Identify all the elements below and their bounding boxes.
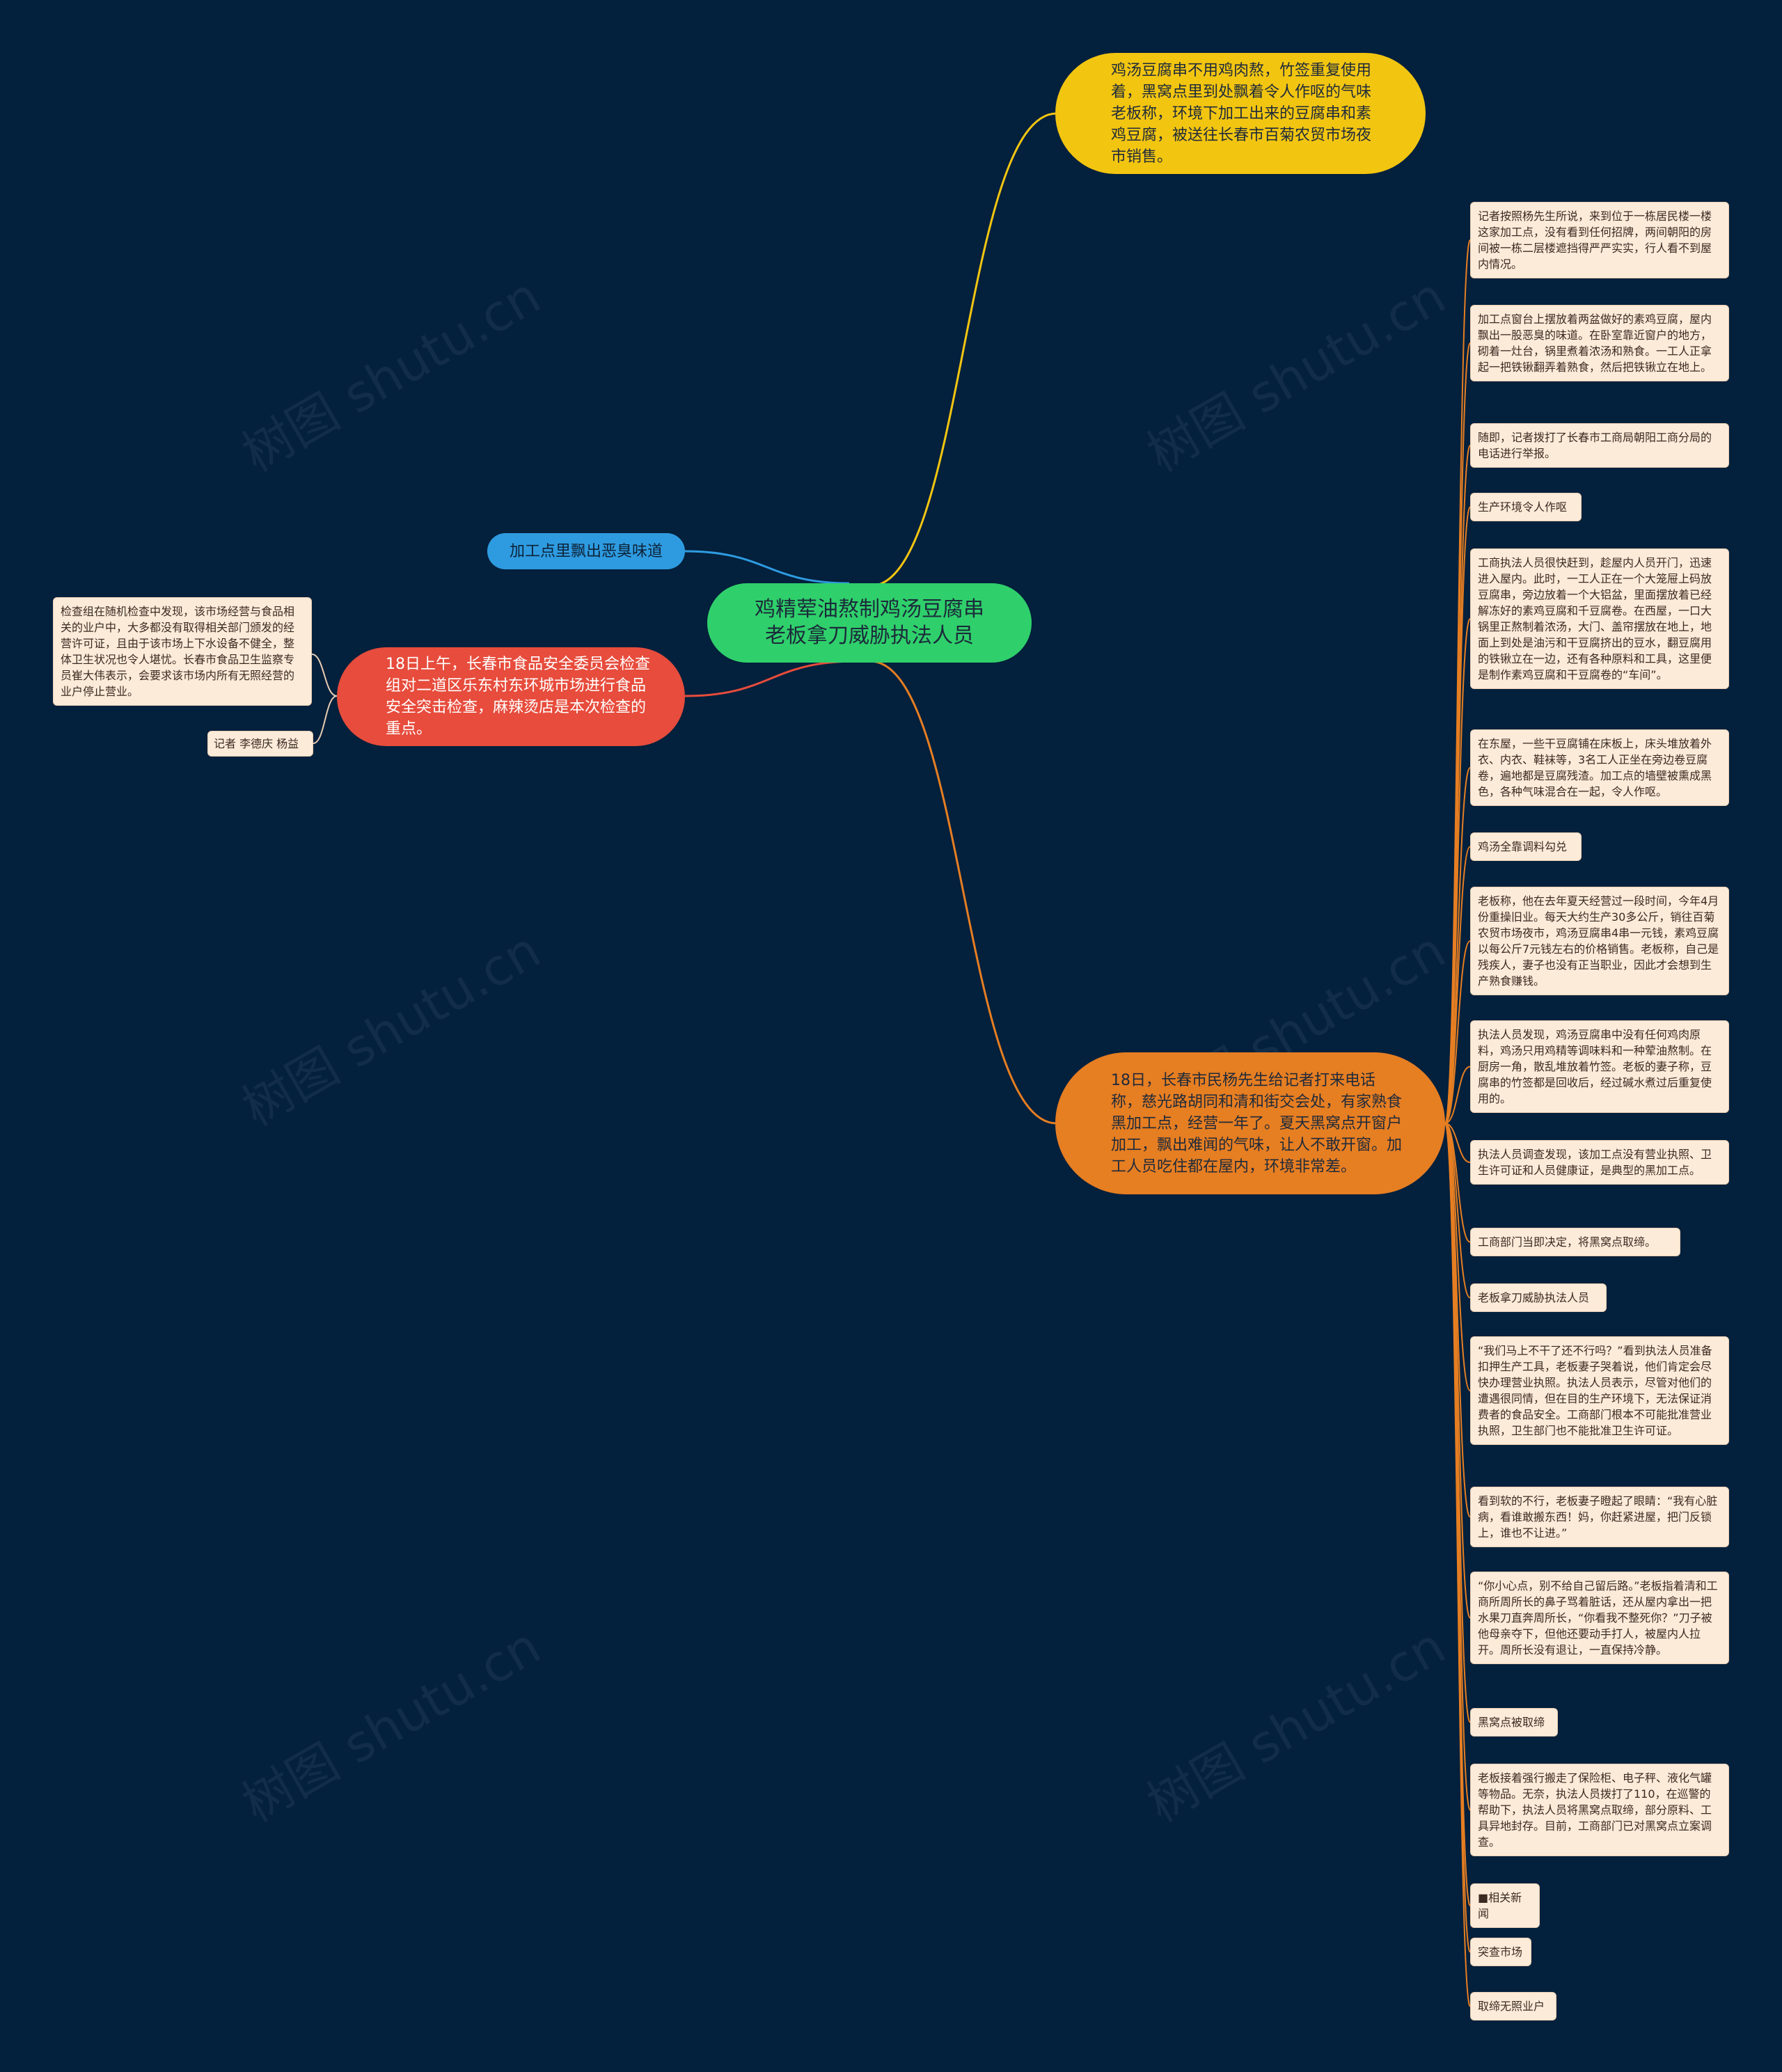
edge-orange-leaf-11 — [1444, 1123, 1471, 1299]
leaf-item-12[interactable]: “我们马上不干了还不行吗？”看到执法人员准备扣押生产工具，老板妻子哭着说，他们肯… — [1470, 1336, 1729, 1445]
leaf-text: 随即，记者拨打了长春市工商局朝阳工商分局的电话进行举报。 — [1478, 431, 1712, 460]
edge-orange-leaf-12 — [1444, 1123, 1471, 1391]
edge-red-reporter — [313, 695, 338, 744]
leaf-item-7[interactable]: 老板称，他在去年夏天经营过一段时间，今年4月份重操旧业。每天大约生产30多公斤，… — [1470, 887, 1729, 995]
leaf-check-result[interactable]: 检查组在随机检查中发现，该市场经营与食品相关的业户中，大多都没有取得相关部门颁发… — [53, 597, 312, 706]
leaf-text: 工商部门当即决定，将黑窝点取缔。 — [1478, 1235, 1657, 1249]
leaf-item-11[interactable]: 老板拿刀威胁执法人员 — [1470, 1283, 1607, 1312]
leaf-text: 老板接着强行搬走了保险柜、电子秤、液化气罐等物品。无奈，执法人员拨打了110，在… — [1478, 1771, 1712, 1849]
branch-red[interactable]: 18日上午，长春市食品安全委员会检查组对二道区乐东村东环城市场进行食品安全突击检… — [337, 647, 685, 746]
edge-orange-leaf-9 — [1444, 1123, 1471, 1163]
leaf-text: 工商执法人员很快赶到，趁屋内人员开门，迅速进入屋内。此时，一工人正在一个大笼屉上… — [1478, 556, 1712, 681]
leaf-item-17[interactable]: ■相关新闻 — [1470, 1883, 1540, 1928]
edge-orange-leaf-6 — [1444, 846, 1471, 1124]
leaf-text: 执法人员发现，鸡汤豆腐串中没有任何鸡肉原料，鸡汤只用鸡精等调味料和一种荤油熬制。… — [1478, 1028, 1712, 1105]
leaf-text: ■相关新闻 — [1478, 1891, 1522, 1920]
edge-orange-leaf-16 — [1444, 1123, 1471, 1811]
edge-orange-leaf-1 — [1444, 342, 1471, 1124]
leaf-text: “我们马上不干了还不行吗？”看到执法人员准备扣押生产工具，老板妻子哭着说，他们肯… — [1478, 1344, 1712, 1437]
leaf-check-result-text: 检查组在随机检查中发现，该市场经营与食品相关的业户中，大多都没有取得相关部门颁发… — [61, 605, 295, 698]
branch-orange[interactable]: 18日，长春市民杨先生给记者打来电话称，慈光路胡同和清和街交会处，有家熟食黑加工… — [1055, 1052, 1445, 1194]
branch-red-text: 18日上午，长春市食品安全委员会检查组对二道区乐东村东环城市场进行食品安全突击检… — [386, 656, 650, 738]
leaf-item-16[interactable]: 老板接着强行搬走了保险柜、电子秤、液化气罐等物品。无奈，执法人员拨打了110，在… — [1470, 1764, 1729, 1856]
branch-orange-text: 18日，长春市民杨先生给记者打来电话称，慈光路胡同和清和街交会处，有家熟食黑加工… — [1111, 1071, 1403, 1176]
leaf-text: “你小心点，别不给自己留后路。”老板指着清和工商所周所长的鼻子骂着脏话，还从屋内… — [1478, 1579, 1718, 1656]
leaf-text: 老板称，他在去年夏天经营过一段时间，今年4月份重操旧业。每天大约生产30多公斤，… — [1478, 894, 1719, 988]
leaf-item-18[interactable]: 突查市场 — [1470, 1938, 1531, 1966]
leaf-text: 老板拿刀威胁执法人员 — [1478, 1291, 1590, 1304]
edge-orange-leaf-4 — [1444, 618, 1471, 1124]
edge-root-red — [684, 660, 857, 697]
leaf-item-5[interactable]: 在东屋，一些干豆腐铺在床板上，床头堆放着外衣、内衣、鞋袜等，3名工人正坐在旁边卷… — [1470, 729, 1729, 806]
leaf-item-4[interactable]: 工商执法人员很快赶到，趁屋内人员开门，迅速进入屋内。此时，一工人正在一个大笼屉上… — [1470, 548, 1729, 689]
leaf-item-9[interactable]: 执法人员调查发现，该加工点没有营业执照、卫生许可证和人员健康证，是典型的黑加工点… — [1470, 1140, 1729, 1185]
leaf-text: 生产环境令人作呕 — [1478, 500, 1568, 514]
leaf-item-10[interactable]: 工商部门当即决定，将黑窝点取缔。 — [1470, 1228, 1680, 1256]
edge-orange-leaf-10 — [1444, 1123, 1471, 1243]
leaf-text: 黑窝点被取缔 — [1478, 1716, 1545, 1729]
root-topic-text: 鸡精荤油熬制鸡汤豆腐串 老板拿刀威胁执法人员 — [755, 597, 984, 648]
leaf-reporter-text: 记者 李德庆 杨益 — [214, 737, 299, 750]
edge-root-blue — [684, 550, 850, 585]
leaf-text: 记者按照杨先生所说，来到位于一栋居民楼一楼这家加工点，没有看到任何招牌，两间朝阳… — [1478, 209, 1712, 271]
leaf-text: 在东屋，一些干豆腐铺在床板上，床头堆放着外衣、内衣、鞋袜等，3名工人正坐在旁边卷… — [1478, 737, 1712, 798]
leaf-item-1[interactable]: 加工点窗台上摆放着两盆做好的素鸡豆腐，屋内飘出一股恶臭的味道。在卧室靠近窗户的地… — [1470, 305, 1729, 381]
leaf-item-0[interactable]: 记者按照杨先生所说，来到位于一栋居民楼一楼这家加工点，没有看到任何招牌，两间朝阳… — [1470, 202, 1729, 278]
leaf-text: 加工点窗台上摆放着两盆做好的素鸡豆腐，屋内飘出一股恶臭的味道。在卧室靠近窗户的地… — [1478, 313, 1712, 374]
edge-orange-leaf-8 — [1444, 1066, 1471, 1124]
edge-orange-leaf-7 — [1444, 940, 1471, 1124]
leaf-item-2[interactable]: 随即，记者拨打了长春市工商局朝阳工商分局的电话进行举报。 — [1470, 423, 1729, 468]
root-topic[interactable]: 鸡精荤油熬制鸡汤豆腐串 老板拿刀威胁执法人员 — [707, 583, 1032, 663]
leaf-item-3[interactable]: 生产环境令人作呕 — [1470, 493, 1582, 521]
leaf-reporter[interactable]: 记者 李德庆 杨益 — [207, 731, 313, 757]
edge-root-orange — [869, 660, 1057, 1125]
leaf-text: 执法人员调查发现，该加工点没有营业执照、卫生许可证和人员健康证，是典型的黑加工点… — [1478, 1148, 1712, 1177]
branch-yellow-text: 鸡汤豆腐串不用鸡肉熬，竹签重复使用着，黑窝点里到处飘着令人作呕的气味老板称，环境… — [1111, 61, 1372, 166]
branch-yellow[interactable]: 鸡汤豆腐串不用鸡肉熬，竹签重复使用着，黑窝点里到处飘着令人作呕的气味老板称，环境… — [1055, 53, 1426, 174]
leaf-item-14[interactable]: “你小心点，别不给自己留后路。”老板指着清和工商所周所长的鼻子骂着脏话，还从屋内… — [1470, 1572, 1729, 1664]
leaf-item-15[interactable]: 黑窝点被取缔 — [1470, 1708, 1558, 1737]
leaf-text: 取缔无照业户 — [1478, 2000, 1545, 2013]
leaf-text: 鸡汤全靠调料勾兑 — [1478, 840, 1568, 853]
edge-red-check — [311, 654, 338, 697]
leaf-text: 突查市场 — [1478, 1945, 1523, 1959]
branch-blue[interactable]: 加工点里飘出恶臭味道 — [487, 533, 685, 569]
leaf-item-8[interactable]: 执法人员发现，鸡汤豆腐串中没有任何鸡肉原料，鸡汤只用鸡精等调味料和一种荤油熬制。… — [1470, 1020, 1729, 1113]
leaf-item-13[interactable]: 看到软的不行，老板妻子瞪起了眼睛：“我有心脏病，看谁敢搬东西！妈，你赶紧进屋，把… — [1470, 1487, 1729, 1547]
leaf-item-19[interactable]: 取缔无照业户 — [1470, 1992, 1556, 2020]
leaf-text: 看到软的不行，老板妻子瞪起了眼睛：“我有心脏病，看谁敢搬东西！妈，你赶紧进屋，把… — [1478, 1494, 1718, 1540]
edge-root-yellow — [869, 112, 1057, 587]
edge-orange-leaf-19 — [1444, 1123, 1471, 2007]
branch-blue-text: 加工点里飘出恶臭味道 — [509, 542, 663, 560]
leaf-item-6[interactable]: 鸡汤全靠调料勾兑 — [1470, 832, 1582, 861]
